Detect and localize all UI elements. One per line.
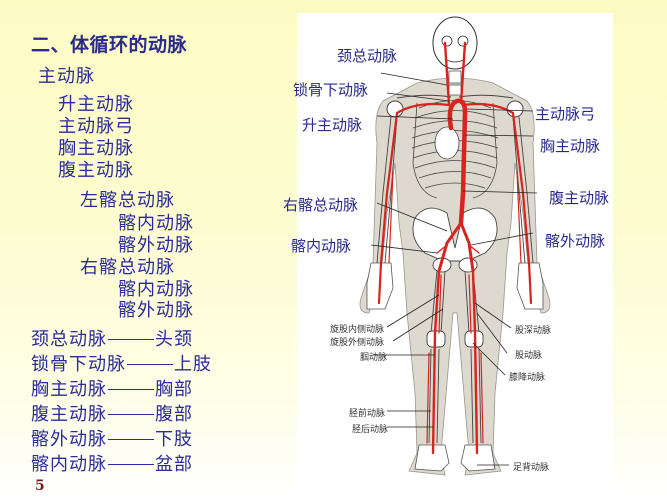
label-ascending-aorta: 升主动脉 (302, 116, 363, 134)
dash-divider (108, 463, 154, 466)
outline-abdominal-aorta: 腹主动脉 (58, 160, 134, 181)
body-illustration (359, 16, 551, 476)
label-dorsalis-pedis: 足背动脉 (513, 463, 550, 473)
outline-left-common-iliac: 左髂总动脉 (80, 190, 175, 211)
label-posterior-tibial: 胫后动脉 (352, 425, 389, 435)
supply-artery: 腹主动脉 (31, 404, 107, 425)
label-right-common-iliac: 右髂总动脉 (283, 196, 359, 214)
outline-right-external-iliac: 髂外动脉 (118, 300, 194, 321)
label-thoracic-aorta: 胸主动脉 (540, 137, 601, 155)
arterial-system-figure: 颈总动脉 锁骨下动脉 升主动脉 右髂总动脉 髂内动脉 主动脉弓 胸主动脉 腹主动… (283, 13, 613, 500)
dash-divider (108, 438, 154, 441)
supply-region: 腹部 (155, 404, 193, 425)
outline-left-internal-iliac: 髂内动脉 (118, 213, 194, 234)
label-medial-circumflex-femoral: 旋股内侧动脉 (330, 325, 385, 335)
label-aortic-arch: 主动脉弓 (535, 105, 596, 123)
outline-right-common-iliac: 右髂总动脉 (80, 257, 175, 278)
label-abdominal-aorta: 腹主动脉 (549, 189, 610, 207)
label-deep-femoral: 股深动脉 (515, 326, 552, 336)
label-external-iliac: 髂外动脉 (545, 232, 606, 250)
supply-row: 锁骨下动脉 上肢 (31, 352, 212, 377)
dash-divider (108, 338, 154, 341)
supply-row: 颈总动脉 头颈 (31, 327, 212, 352)
label-descending-genicular: 膝降动脉 (509, 373, 546, 383)
outline-aorta: 主动脉 (38, 66, 95, 87)
supply-region: 下肢 (155, 429, 193, 450)
supply-region: 上肢 (174, 354, 212, 375)
supply-region: 胸部 (155, 379, 193, 400)
supply-artery: 锁骨下动脉 (31, 354, 126, 375)
supply-artery: 颈总动脉 (31, 329, 107, 350)
outline-ascending-aorta: 升主动脉 (58, 94, 134, 115)
supply-row: 腹主动脉 腹部 (31, 402, 212, 427)
slide-title: 二、体循环的动脉 (31, 34, 188, 56)
label-internal-iliac: 髂内动脉 (291, 237, 352, 255)
supply-region: 盆部 (155, 454, 193, 475)
supply-region: 头颈 (155, 329, 193, 350)
label-popliteal: 腘动脉 (360, 353, 388, 363)
supply-row: 髂外动脉 下肢 (31, 427, 212, 452)
label-anterior-tibial: 胫前动脉 (349, 409, 386, 419)
dash-divider (108, 413, 154, 416)
label-subclavian: 锁骨下动脉 (293, 81, 369, 99)
label-femoral: 股动脉 (515, 351, 543, 361)
page-number: 5 (35, 478, 45, 494)
supply-artery: 髂外动脉 (31, 429, 107, 450)
outline-aortic-arch: 主动脉弓 (58, 116, 134, 137)
supply-row: 髂内动脉 盆部 (31, 452, 212, 477)
supply-map: 颈总动脉 头颈 锁骨下动脉 上肢 胸主动脉 胸部 腹主动脉 腹部 髂外动脉 下肢… (31, 327, 212, 477)
dash-divider (108, 388, 154, 391)
label-lateral-circumflex-femoral: 旋股外侧动脉 (330, 338, 385, 348)
dash-divider (127, 363, 173, 366)
outline-left-external-iliac: 髂外动脉 (118, 235, 194, 256)
supply-artery: 胸主动脉 (31, 379, 107, 400)
outline-thoracic-aorta: 胸主动脉 (58, 138, 134, 159)
supply-artery: 髂内动脉 (31, 454, 107, 475)
supply-row: 胸主动脉 胸部 (31, 377, 212, 402)
outline-right-internal-iliac: 髂内动脉 (118, 279, 194, 300)
label-common-carotid: 颈总动脉 (337, 47, 398, 65)
